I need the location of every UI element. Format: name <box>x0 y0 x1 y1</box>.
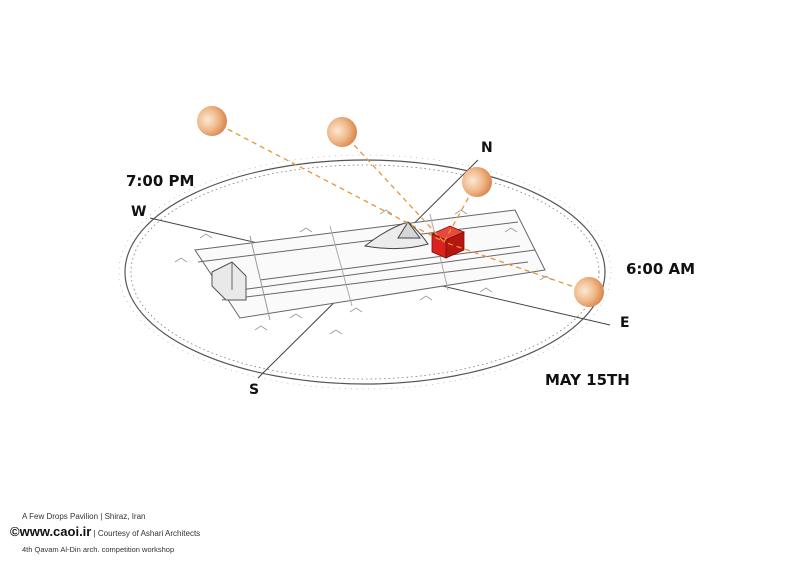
credits-block: A Few Drops Pavilion | Shiraz, Iran ©www… <box>10 512 200 554</box>
sun-icon <box>574 277 604 307</box>
project-line: A Few Drops Pavilion | Shiraz, Iran <box>22 512 200 521</box>
sun-icon <box>197 106 227 136</box>
copyright-icon: © <box>10 524 20 539</box>
project-name: A Few Drops Pavilion <box>22 512 99 521</box>
sun-positions <box>197 106 604 307</box>
website-line: ©www.caoi.ir | Courtesy of Ashari Archit… <box>10 524 200 539</box>
time-am-label: 6:00 AM <box>626 260 696 278</box>
south-label: S <box>249 382 260 398</box>
workshop-text: 4th Qavam Al-Din arch. competition works… <box>22 545 175 554</box>
website-link[interactable]: www.caoi.ir <box>19 524 92 539</box>
sun-icon <box>462 167 492 197</box>
site-plan <box>174 209 553 335</box>
pavilion-cube <box>431 225 465 259</box>
east-label: E <box>620 315 630 331</box>
sun-icon <box>327 117 357 147</box>
west-label: W <box>131 204 147 220</box>
project-location: Shiraz, Iran <box>104 512 146 521</box>
time-pm-label: 7:00 PM <box>126 172 195 190</box>
north-label: N <box>481 140 493 156</box>
sun-path-ring <box>118 154 612 390</box>
date-label: MAY 15TH <box>545 371 630 389</box>
courtesy-text: Courtesy of Ashari Architects <box>97 529 201 538</box>
separator: | <box>93 529 96 538</box>
separator: | <box>100 512 103 521</box>
